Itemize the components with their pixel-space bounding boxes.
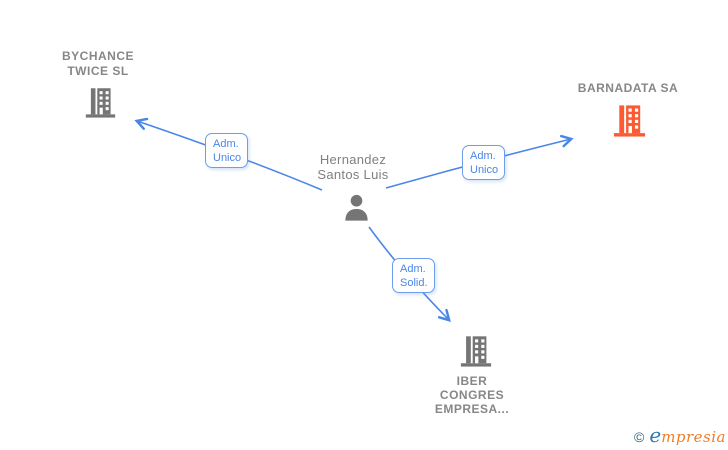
company-label-iber[interactable]: IBER CONGRES EMPRESA... <box>412 374 532 416</box>
edge-label-line: Unico <box>213 152 242 164</box>
company-node-barnadata[interactable] <box>612 102 647 138</box>
building-icon <box>460 336 492 367</box>
person-node[interactable] <box>341 192 372 223</box>
company-label-line: EMPRESA... <box>434 402 510 416</box>
edge-label-adm-unico-bychance: Adm. Unico <box>205 133 248 168</box>
edge-label-line: Unico <box>470 164 499 176</box>
company-label-line: BYCHANCE <box>61 49 134 63</box>
person-name-line: Hernandez <box>319 152 387 167</box>
edge-label-adm-solid-iber: Adm. Solid. <box>392 258 435 293</box>
edge-label-line: Adm. <box>213 138 239 150</box>
building-icon <box>85 88 116 118</box>
edge-label-line: Adm. <box>470 150 496 162</box>
edge-label-line: Solid. <box>400 277 428 289</box>
person-name-line: Santos Luis <box>317 167 389 182</box>
person-label[interactable]: Hernandez Santos Luis <box>283 152 423 182</box>
building-icon <box>613 105 646 137</box>
company-label-barnadata[interactable]: BARNADATA SA <box>558 81 698 96</box>
company-label-line: TWICE SL <box>67 64 129 78</box>
copyright-icon: © <box>634 429 645 445</box>
company-label-line: IBER <box>456 374 488 388</box>
company-node-iber[interactable] <box>459 333 493 368</box>
edge-label-line: Adm. <box>400 263 426 275</box>
company-label-line: BARNADATA SA <box>577 81 679 95</box>
company-label-bychance[interactable]: BYCHANCE TWICE SL <box>38 49 158 79</box>
watermark-brand-initial: e <box>649 423 662 447</box>
company-label-line: CONGRES <box>439 388 505 402</box>
person-icon <box>345 194 368 221</box>
edge-label-adm-unico-barnadata: Adm. Unico <box>462 145 505 180</box>
empresia-watermark: ©empresia <box>634 423 726 447</box>
watermark-brand-rest: mpresia <box>661 428 726 446</box>
company-node-bychance[interactable] <box>84 85 117 119</box>
